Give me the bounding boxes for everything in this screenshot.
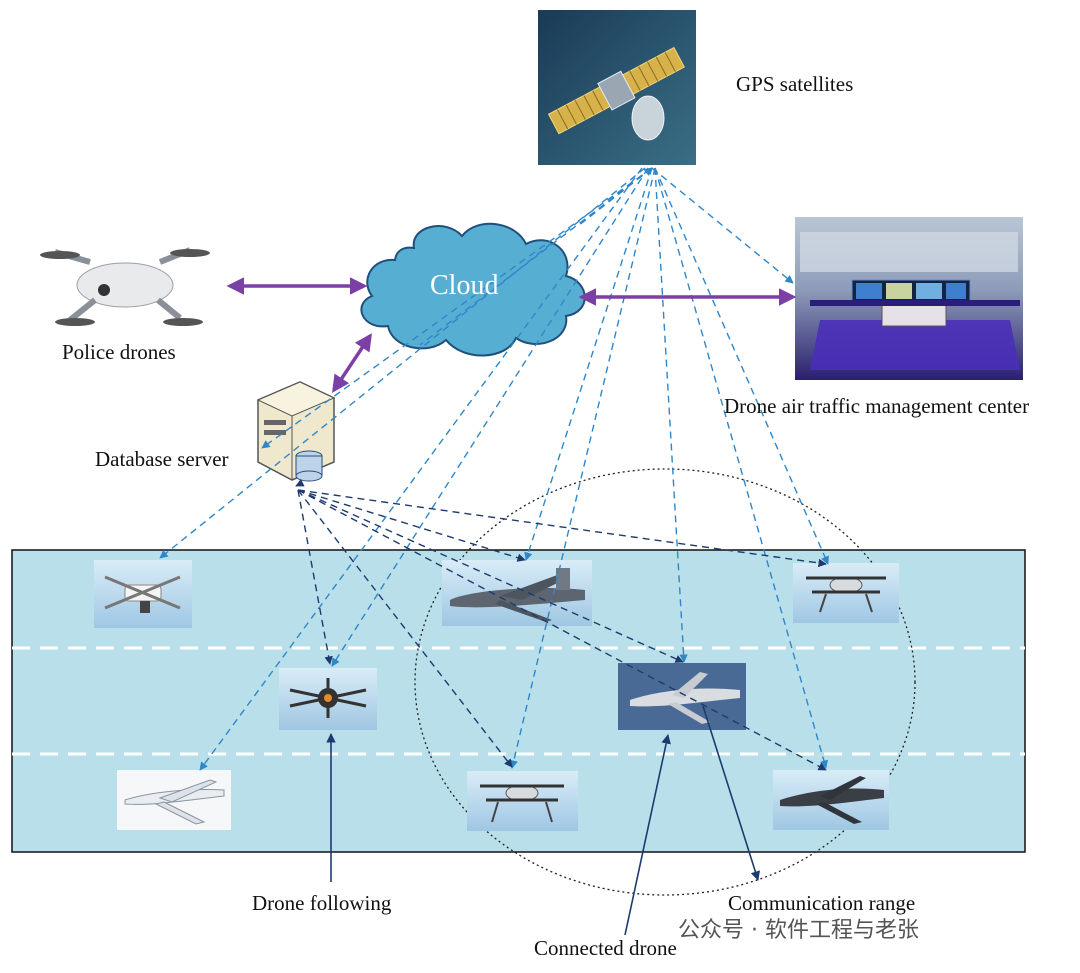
police-drones-label: Police drones bbox=[62, 340, 176, 364]
watermark-text: 公众号 · 软件工程与老张 bbox=[678, 918, 919, 943]
cloud-links bbox=[226, 277, 797, 393]
drone-fixed-wing-dark bbox=[773, 770, 889, 830]
atm-center-label: Drone air traffic management center bbox=[724, 394, 1030, 418]
server-link bbox=[295, 478, 305, 487]
gps-satellites-label: GPS satellites bbox=[736, 72, 854, 96]
drone-twin-boom bbox=[618, 663, 746, 730]
range-pointer bbox=[702, 705, 760, 881]
satellite-icon bbox=[538, 10, 696, 165]
gps-link bbox=[159, 167, 646, 559]
server-cloud-link bbox=[332, 333, 372, 393]
gps-links bbox=[159, 167, 829, 771]
police-drone-icon bbox=[40, 247, 210, 326]
gps-link bbox=[654, 167, 829, 565]
database-server-label: Database server bbox=[95, 447, 229, 471]
gps-link bbox=[509, 167, 656, 769]
database-server-icon bbox=[256, 381, 336, 482]
gps-link bbox=[331, 167, 649, 667]
drone-following-label: Drone following bbox=[252, 891, 392, 915]
connected-drone-label: Connected drone bbox=[534, 936, 677, 960]
drone-quad-white bbox=[94, 560, 192, 628]
cloud-icon bbox=[360, 222, 586, 357]
server-link bbox=[297, 489, 827, 771]
cloud-label: Cloud bbox=[430, 270, 499, 301]
server-link bbox=[297, 489, 333, 665]
server-links bbox=[295, 478, 827, 771]
drone-quad-grey bbox=[793, 563, 899, 623]
control-room-icon bbox=[795, 217, 1023, 380]
gps-link bbox=[199, 167, 643, 771]
drone-quad-silver bbox=[467, 771, 578, 831]
drone-glider-white bbox=[117, 770, 231, 830]
gps-link bbox=[261, 167, 653, 449]
gps-link bbox=[524, 167, 653, 561]
communication-range-label: Communication range bbox=[728, 891, 916, 915]
gps-link bbox=[654, 167, 688, 663]
server-link bbox=[297, 489, 526, 562]
communication-range-circle bbox=[414, 468, 916, 896]
gps-link bbox=[654, 167, 828, 769]
gps-link bbox=[651, 167, 794, 284]
callout-pointers bbox=[326, 705, 760, 936]
connected-pointer bbox=[624, 734, 671, 936]
server-link bbox=[297, 489, 684, 663]
drone-hexacopter bbox=[279, 668, 377, 730]
server-link bbox=[297, 489, 827, 568]
server-link bbox=[297, 489, 513, 768]
drone-fixed-wing-military bbox=[442, 560, 592, 626]
